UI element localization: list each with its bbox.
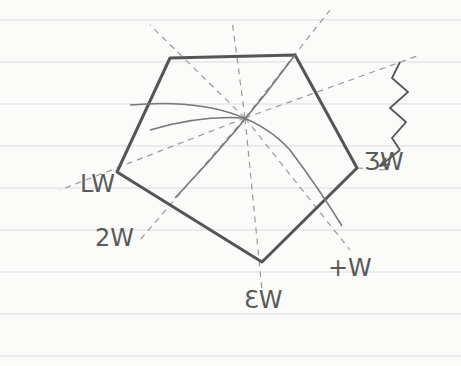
vertex-label: +W	[328, 256, 372, 280]
vertex-label: LW	[80, 172, 115, 196]
vertex-label: 2W	[95, 226, 134, 250]
vertex-label: ƐW	[244, 288, 282, 312]
vertex-label: ƷW	[364, 150, 404, 174]
